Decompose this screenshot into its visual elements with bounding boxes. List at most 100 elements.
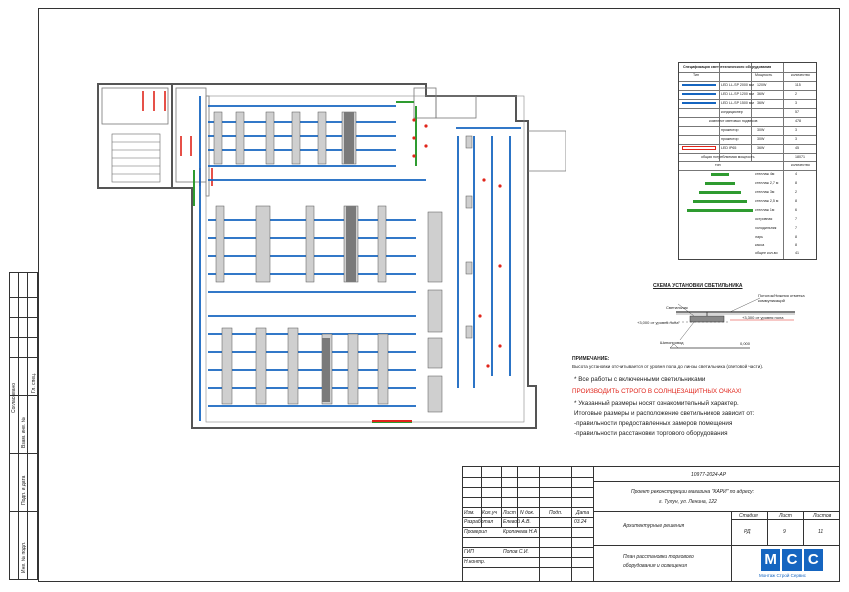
legend-power: 30W (757, 128, 765, 132)
tb-project: Проект реконструкции магазина "КАРИ" по … (631, 489, 755, 495)
tb-drawing: План расстановки торгового оборудования … (623, 554, 694, 569)
legend-qty: 478 (795, 119, 801, 123)
shelf-swatch (693, 200, 747, 203)
scheme-wire-label: Шинопровод (660, 340, 684, 345)
tb-section: Архитектурные решения (623, 523, 685, 529)
tb-sheet: 9 (783, 529, 786, 535)
logo-letter: С (803, 549, 823, 571)
legend-name: касса (755, 243, 765, 247)
legend-qty: 7 (795, 226, 797, 230)
legend-power: 36W (757, 146, 765, 150)
legend-swatch (682, 84, 716, 86)
shelf-swatch (687, 209, 753, 212)
legend-qty: 41 (795, 251, 799, 255)
dark-shelving (322, 112, 356, 402)
legend-name: стеллаж 4м (755, 172, 775, 176)
note-line: * Указанный размеры носят ознакомительны… (574, 400, 739, 407)
tb-person: Елевой А.В. (503, 519, 531, 525)
legend-qty: 8 (795, 243, 797, 247)
legend-name: холодильник (755, 226, 777, 230)
side-label: Согласовано (11, 382, 17, 413)
legend-swatch (682, 102, 716, 104)
legend-name: прожектор (721, 128, 739, 132)
column (205, 95, 210, 197)
legend-power: 36W (757, 92, 765, 96)
floor-plan (97, 83, 566, 429)
legend-title: Спецификация светотехнического оборудова… (683, 65, 772, 69)
legend-col-head: Мощность (755, 73, 773, 77)
annex (528, 130, 566, 172)
tb-role: Н.контр. (464, 559, 486, 565)
logo-letter: М (761, 549, 781, 571)
legend-qty: 6 (795, 208, 797, 212)
tb-col-head: N док. (520, 510, 535, 516)
legend-name: LED IP65 (721, 146, 737, 150)
tb-col-head: Дата (576, 510, 590, 516)
legend-name: островная (755, 217, 773, 221)
back-room (435, 95, 477, 119)
tb-person: Попов С.И. (503, 549, 529, 555)
note-line: Итоговые размеры и расположение светильн… (574, 410, 755, 417)
tb-col-head: Подп. (549, 510, 563, 516)
logo-letter: С (782, 549, 802, 571)
legend-name: стеллаж 3м (755, 190, 775, 194)
tb-sheets: 11 (818, 529, 824, 535)
scheme-level-left: +3,000 от уровня пола (637, 320, 679, 325)
legend-col-head: тип (715, 163, 721, 167)
legend-table: Спецификация светотехнического оборудова… (678, 62, 817, 260)
legend-qty: 8 (795, 235, 797, 239)
legend-qty: 8 (795, 181, 797, 185)
legend-qty: 115 (795, 83, 801, 87)
legend-power: 36W (757, 101, 765, 105)
legend-name: прожектор (721, 137, 739, 141)
side-label: Гл. спец. (31, 372, 37, 393)
legend-name: LED LL-SP 1500 мм (721, 101, 754, 105)
legend-swatch (682, 146, 716, 150)
legend-qty: 8 (795, 199, 797, 203)
company-logo: М С С (761, 549, 823, 571)
tb-col-head: Лист (503, 510, 516, 516)
legend-name: LED LL-SP 1200 мм (721, 92, 754, 96)
red-fixtures (372, 118, 502, 422)
title-block: Изм. Кол.уч Лист N док. Подп. Дата Разра… (462, 466, 840, 582)
tb-sheet-head: Лист (779, 513, 792, 519)
note-warning: ПРОИЗВОДИТЬ СТРОГО В СОЛНЦЕЗАЩИТНЫХ ОЧКА… (572, 388, 742, 395)
legend-qty: 7 (795, 217, 797, 221)
side-stamp: Согласовано Взам. инв. № Подп. и дата Ин… (9, 272, 38, 580)
legend-col-head: количество (791, 163, 810, 167)
side-label: Взам. инв. № (21, 417, 27, 448)
legend-qty: 45 (795, 146, 799, 150)
scheme-lamp-label: Светильник (666, 305, 688, 310)
note-line: Высота установки отсчитывается от уровня… (572, 364, 764, 369)
legend-col-head: количество (791, 73, 810, 77)
tb-col-head: Кол.уч (482, 510, 497, 516)
company-name: Монтаж Строй Сервис (759, 573, 807, 578)
red-lamps (142, 91, 213, 186)
legend-qty: 57 (795, 110, 799, 114)
shelf-swatch (699, 191, 741, 194)
legend-qty: 3 (795, 128, 797, 132)
tb-stage-head: Стадия (739, 513, 758, 519)
legend-power: 120W (757, 83, 767, 87)
note-line: * Все работы с включенными светильниками (574, 376, 706, 383)
note-line: -правильности расстановки торгового обор… (574, 430, 728, 437)
legend-name: ларь (755, 235, 763, 239)
side-divider (27, 273, 28, 579)
side-divider (18, 273, 19, 579)
legend-qty: 2 (795, 92, 797, 96)
scheme-level-right: +3,300 от уровня пола (742, 315, 784, 320)
scheme-diagram (666, 297, 795, 349)
tb-code: 10977-2024-АР (691, 472, 727, 478)
legend-name: стеллаж 2,5 м (755, 199, 779, 203)
tb-sheets-head: Листов (813, 513, 832, 519)
tb-col-head: Изм. (464, 510, 475, 516)
legend-qty: 2 (795, 190, 797, 194)
legend-name: комплект световых подвесов (709, 119, 758, 123)
scheme-floor-level: 0,000 (740, 341, 751, 346)
shelving (213, 111, 473, 413)
outer-wall (97, 83, 173, 189)
back-room (175, 87, 207, 183)
note-line: -правильности предоставленных замеров по… (574, 420, 733, 427)
tb-role: Разработал (464, 519, 494, 525)
scheme-title: СХЕМА УСТАНОВКИ СВЕТИЛЬНИКА (653, 283, 743, 289)
